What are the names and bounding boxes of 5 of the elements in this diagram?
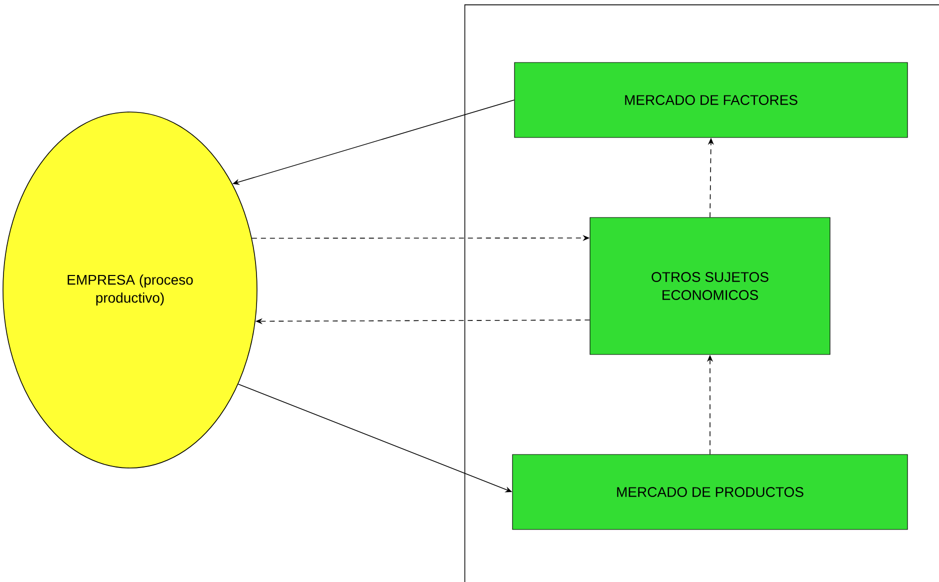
frame: [464, 4, 939, 582]
market-box: MERCADO DE FACTORES: [514, 62, 908, 138]
market-box: OTROS SUJETOS ECONOMICOS: [590, 217, 830, 355]
market-box: MERCADO DE PRODUCTOS: [512, 454, 908, 530]
ellipse-node: EMPRESA (proceso productivo): [2, 112, 258, 468]
